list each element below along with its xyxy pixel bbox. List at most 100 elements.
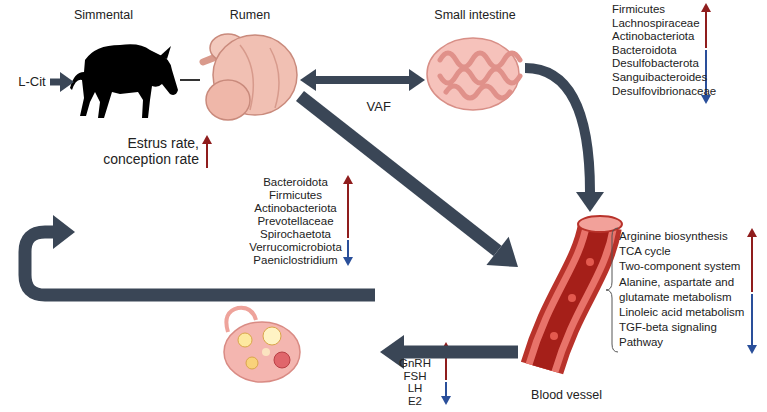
- flow-arrow: [525, 68, 604, 212]
- organ-node: Small intestine: [425, 8, 525, 115]
- arrow-head: [486, 237, 518, 267]
- pathway-label: Alanine, aspartate and glutamate metabol…: [619, 275, 747, 305]
- flow-arrow: [25, 215, 375, 295]
- ovary-node: [215, 295, 380, 395]
- node-text: Estrus rate, conception rate: [75, 135, 199, 167]
- vessel-lumen: [542, 226, 600, 368]
- increase-arrow: [202, 3, 757, 380]
- intestine-mass: [427, 38, 519, 110]
- hormone-label: GnRH: [395, 357, 435, 370]
- node-text: Small intestine: [425, 8, 525, 22]
- arrow-head: [343, 175, 353, 184]
- intestine-illustration: [427, 38, 520, 110]
- arrow-head: [409, 69, 425, 91]
- arrow-head: [701, 3, 711, 12]
- rumen-fold: [240, 45, 279, 110]
- arrow-head: [53, 215, 75, 249]
- rumen-lobe: [206, 80, 250, 120]
- rumen-illustration: [203, 34, 297, 120]
- treatment-label: L-Cit: [14, 73, 50, 91]
- arrow-shaft: [751, 235, 753, 292]
- arrow-head: [747, 228, 757, 237]
- arrow-shaft: [347, 240, 349, 259]
- follicle: [274, 352, 290, 368]
- node-text: Blood vessel: [518, 388, 615, 402]
- bull-silhouette: [70, 44, 178, 118]
- label-column: FirmicutesLachnospiraceaeActinobacteriot…: [612, 3, 704, 98]
- taxon-label: Paeniclostridium: [248, 254, 343, 267]
- pathway-label: Arginine biosynthesis: [619, 229, 747, 244]
- arrow-shaft: [50, 79, 60, 86]
- pathway-bracket: [606, 228, 618, 352]
- taxon-label: Bacteroidota: [248, 176, 343, 189]
- taxon-label: Desulfovibrionaceae: [612, 85, 704, 99]
- follicle: [262, 348, 270, 356]
- follicle: [246, 357, 258, 369]
- arrow-shaft: [25, 232, 375, 295]
- ovary-illustration: [224, 308, 300, 382]
- hormone-label: E2: [395, 395, 435, 408]
- vessel-layer: [542, 226, 600, 368]
- arrow-head: [441, 396, 451, 405]
- taxon-label: Sanguibacteroides: [612, 71, 704, 85]
- taxon-label: Desulfobacterota: [612, 57, 704, 71]
- follicle: [238, 333, 252, 347]
- label-column: GnRHFSHLHE2: [395, 357, 435, 407]
- taxon-label: Lachnospiraceae: [612, 17, 704, 31]
- intestine-loops: [440, 53, 520, 98]
- arrow-shaft: [404, 346, 518, 359]
- arrow-shaft: [347, 182, 349, 238]
- blood-cell: [550, 332, 558, 340]
- follicle: [263, 327, 281, 345]
- vessel-wall: [542, 226, 600, 368]
- pathway-label: Two-component system: [619, 259, 747, 274]
- blood-cell: [586, 258, 594, 266]
- arrow-head: [202, 135, 212, 144]
- taxon-label: Prevotellaceae: [248, 215, 343, 228]
- taxon-label: Spirochaetota: [248, 228, 343, 241]
- label-column: BacteroidotaFirmicutesActinobacteriotaPr…: [248, 176, 343, 267]
- animal-node: Simmental: [74, 8, 180, 120]
- arrow-head: [576, 192, 604, 212]
- arrow-shaft: [206, 142, 208, 168]
- arrow-head: [60, 72, 74, 92]
- arrow-shaft: [705, 50, 707, 97]
- blood-cell: [568, 294, 576, 302]
- arrow-shaft: [316, 76, 409, 84]
- flow-arrow: [180, 80, 200, 81]
- arrow-shaft: [705, 10, 707, 48]
- taxon-label: Actinobacteriota: [248, 202, 343, 215]
- pathway-label: Linoleic acid metabolism: [619, 305, 747, 320]
- outcome-node: Estrus rate, conception rate: [75, 135, 199, 240]
- arrow-head: [300, 69, 316, 91]
- label-column: Arginine biosynthesisTCA cycleTwo-compon…: [619, 229, 747, 351]
- node-text: Rumen: [200, 8, 300, 22]
- arrow-shaft: [525, 68, 590, 192]
- ovary-body: [224, 322, 300, 382]
- arrow-shaft: [445, 382, 447, 398]
- hormone-label: LH: [395, 382, 435, 395]
- flow-arrow: [50, 72, 74, 92]
- taxon-label: Firmicutes: [248, 189, 343, 202]
- organ-node: Blood vessel: [518, 212, 615, 402]
- arrow-shaft: [751, 294, 753, 347]
- flow-arrow: [300, 69, 425, 91]
- taxon-label: Actinobacteriota: [612, 30, 704, 44]
- pathway-label: TGF-beta signaling Pathway: [619, 320, 747, 350]
- arrow-head: [343, 257, 353, 266]
- arrow-shaft: [180, 79, 200, 81]
- blood-vessel-illustration: [542, 216, 622, 368]
- organ-node: Rumen: [200, 8, 300, 130]
- node-text: Simmental: [74, 8, 180, 22]
- vessel-opening: [578, 216, 622, 232]
- taxon-label: Verrucomicrobiota: [248, 241, 343, 254]
- node-text: L-Cit: [14, 75, 50, 90]
- taxon-label: Firmicutes: [612, 3, 704, 17]
- bull-horn: [160, 46, 171, 59]
- arrow-head: [747, 345, 757, 354]
- flow-arrow: [380, 335, 518, 369]
- decrease-arrow: [343, 50, 757, 405]
- hormone-label: FSH: [395, 370, 435, 383]
- bull-body: [70, 44, 178, 118]
